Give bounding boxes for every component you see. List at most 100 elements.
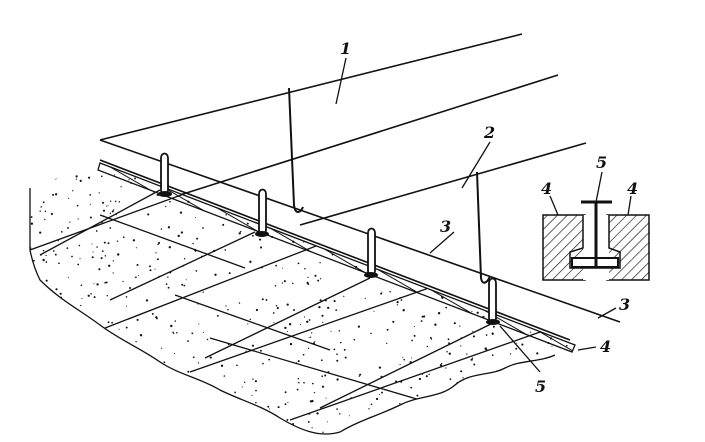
stipple-dot xyxy=(492,325,495,328)
stipple-dot xyxy=(154,414,156,416)
stipple-dot xyxy=(311,427,313,429)
stipple-dot xyxy=(348,241,350,243)
stipple-dot xyxy=(449,378,452,380)
stipple-dot xyxy=(98,402,101,405)
stipple-dot xyxy=(109,227,112,229)
stipple-dot xyxy=(101,201,105,204)
stipple-dot xyxy=(286,330,288,333)
stipple-dot xyxy=(411,339,413,342)
stipple-dot xyxy=(304,267,306,270)
stipple-dot xyxy=(486,213,488,215)
stipple-dot xyxy=(281,437,282,438)
stipple-dot xyxy=(413,334,416,337)
stipple-dot xyxy=(254,380,257,383)
stipple-dot xyxy=(466,353,468,355)
stipple-dot xyxy=(198,323,200,325)
stipple-dot xyxy=(469,255,472,258)
stipple-dot xyxy=(343,241,346,244)
stipple-dot xyxy=(191,332,194,335)
stipple-dot xyxy=(572,398,574,400)
stipple-dot xyxy=(416,196,419,199)
stipple-dot xyxy=(408,419,410,421)
stipple-dot xyxy=(310,336,312,338)
stipple-dot xyxy=(228,272,231,275)
stipple-dot xyxy=(574,348,575,351)
stipple-dot xyxy=(165,283,168,285)
stipple-dot xyxy=(464,416,466,418)
stipple-dot xyxy=(202,331,205,333)
stipple-dot xyxy=(103,387,106,390)
stipple-dot xyxy=(471,357,474,359)
stipple-dot xyxy=(234,391,236,394)
stipple-dot xyxy=(188,159,190,161)
stipple-dot xyxy=(176,405,179,408)
stipple-dot xyxy=(162,367,164,369)
stipple-dot xyxy=(540,417,543,420)
stipple-dot xyxy=(126,360,128,362)
stipple-dot xyxy=(147,213,150,216)
stipple-dot xyxy=(421,214,423,216)
section-detail xyxy=(542,200,650,281)
stipple-dot xyxy=(583,162,584,163)
stipple-dot xyxy=(512,183,514,186)
stipple-dot xyxy=(118,328,120,330)
stipple-dot xyxy=(251,234,254,237)
label-4-panel: 4 xyxy=(600,337,611,356)
stipple-dot xyxy=(89,194,92,196)
stipple-dot xyxy=(536,307,539,309)
stipple-dot xyxy=(418,166,420,169)
stipple-dot xyxy=(167,226,171,229)
stipple-dot xyxy=(305,173,308,176)
stipple-dot xyxy=(284,216,286,218)
stipple-dot xyxy=(144,357,147,360)
stipple-dot xyxy=(313,199,316,203)
stipple-dot xyxy=(114,200,117,203)
stipple-dot xyxy=(493,274,496,277)
stipple-dot xyxy=(249,260,252,263)
stipple-dot xyxy=(193,384,195,387)
stipple-dot xyxy=(41,435,42,436)
stipple-dot xyxy=(100,362,103,366)
stipple-dot xyxy=(445,207,448,210)
stipple-dot xyxy=(359,178,361,180)
stipple-dot xyxy=(66,247,69,249)
stipple-dot xyxy=(430,338,433,340)
stipple-dot xyxy=(276,307,279,310)
stipple-dot xyxy=(225,305,227,307)
stipple-dot xyxy=(583,337,585,339)
stipple-dot xyxy=(239,231,242,233)
stipple-dot xyxy=(550,168,553,171)
stipple-dot xyxy=(56,421,60,425)
stipple-dot xyxy=(321,314,324,317)
stipple-dot xyxy=(402,309,405,312)
stipple-dot xyxy=(551,345,553,347)
stipple-dot xyxy=(286,418,289,421)
stipple-dot xyxy=(289,202,292,205)
stipple-dot xyxy=(233,182,235,185)
stipple-dot xyxy=(340,179,343,182)
stipple-dot xyxy=(281,282,284,284)
stipple-dot xyxy=(437,312,441,315)
stipple-dot xyxy=(54,253,57,256)
stipple-dot xyxy=(35,322,38,325)
stipple-dot xyxy=(456,272,459,274)
stipple-dot xyxy=(160,347,163,349)
stipple-dot xyxy=(197,362,200,364)
stipple-dot xyxy=(137,274,139,277)
stipple-dot xyxy=(453,177,455,180)
stipple-dot xyxy=(463,430,465,432)
stipple-dot xyxy=(136,263,139,267)
stipple-dot xyxy=(203,429,205,431)
stipple-dot xyxy=(241,386,243,388)
stipple-dot xyxy=(480,242,483,245)
stipple-dot xyxy=(183,284,186,287)
stipple-dot xyxy=(571,418,574,421)
stipple-dot xyxy=(571,202,574,205)
stipple-dot xyxy=(462,377,464,379)
stipple-dot xyxy=(296,182,300,185)
stipple-dot xyxy=(315,226,317,229)
stipple-dot xyxy=(364,213,367,215)
stipple-dot xyxy=(91,256,94,259)
stipple-dot xyxy=(69,221,71,223)
stipple-dot xyxy=(465,204,469,207)
